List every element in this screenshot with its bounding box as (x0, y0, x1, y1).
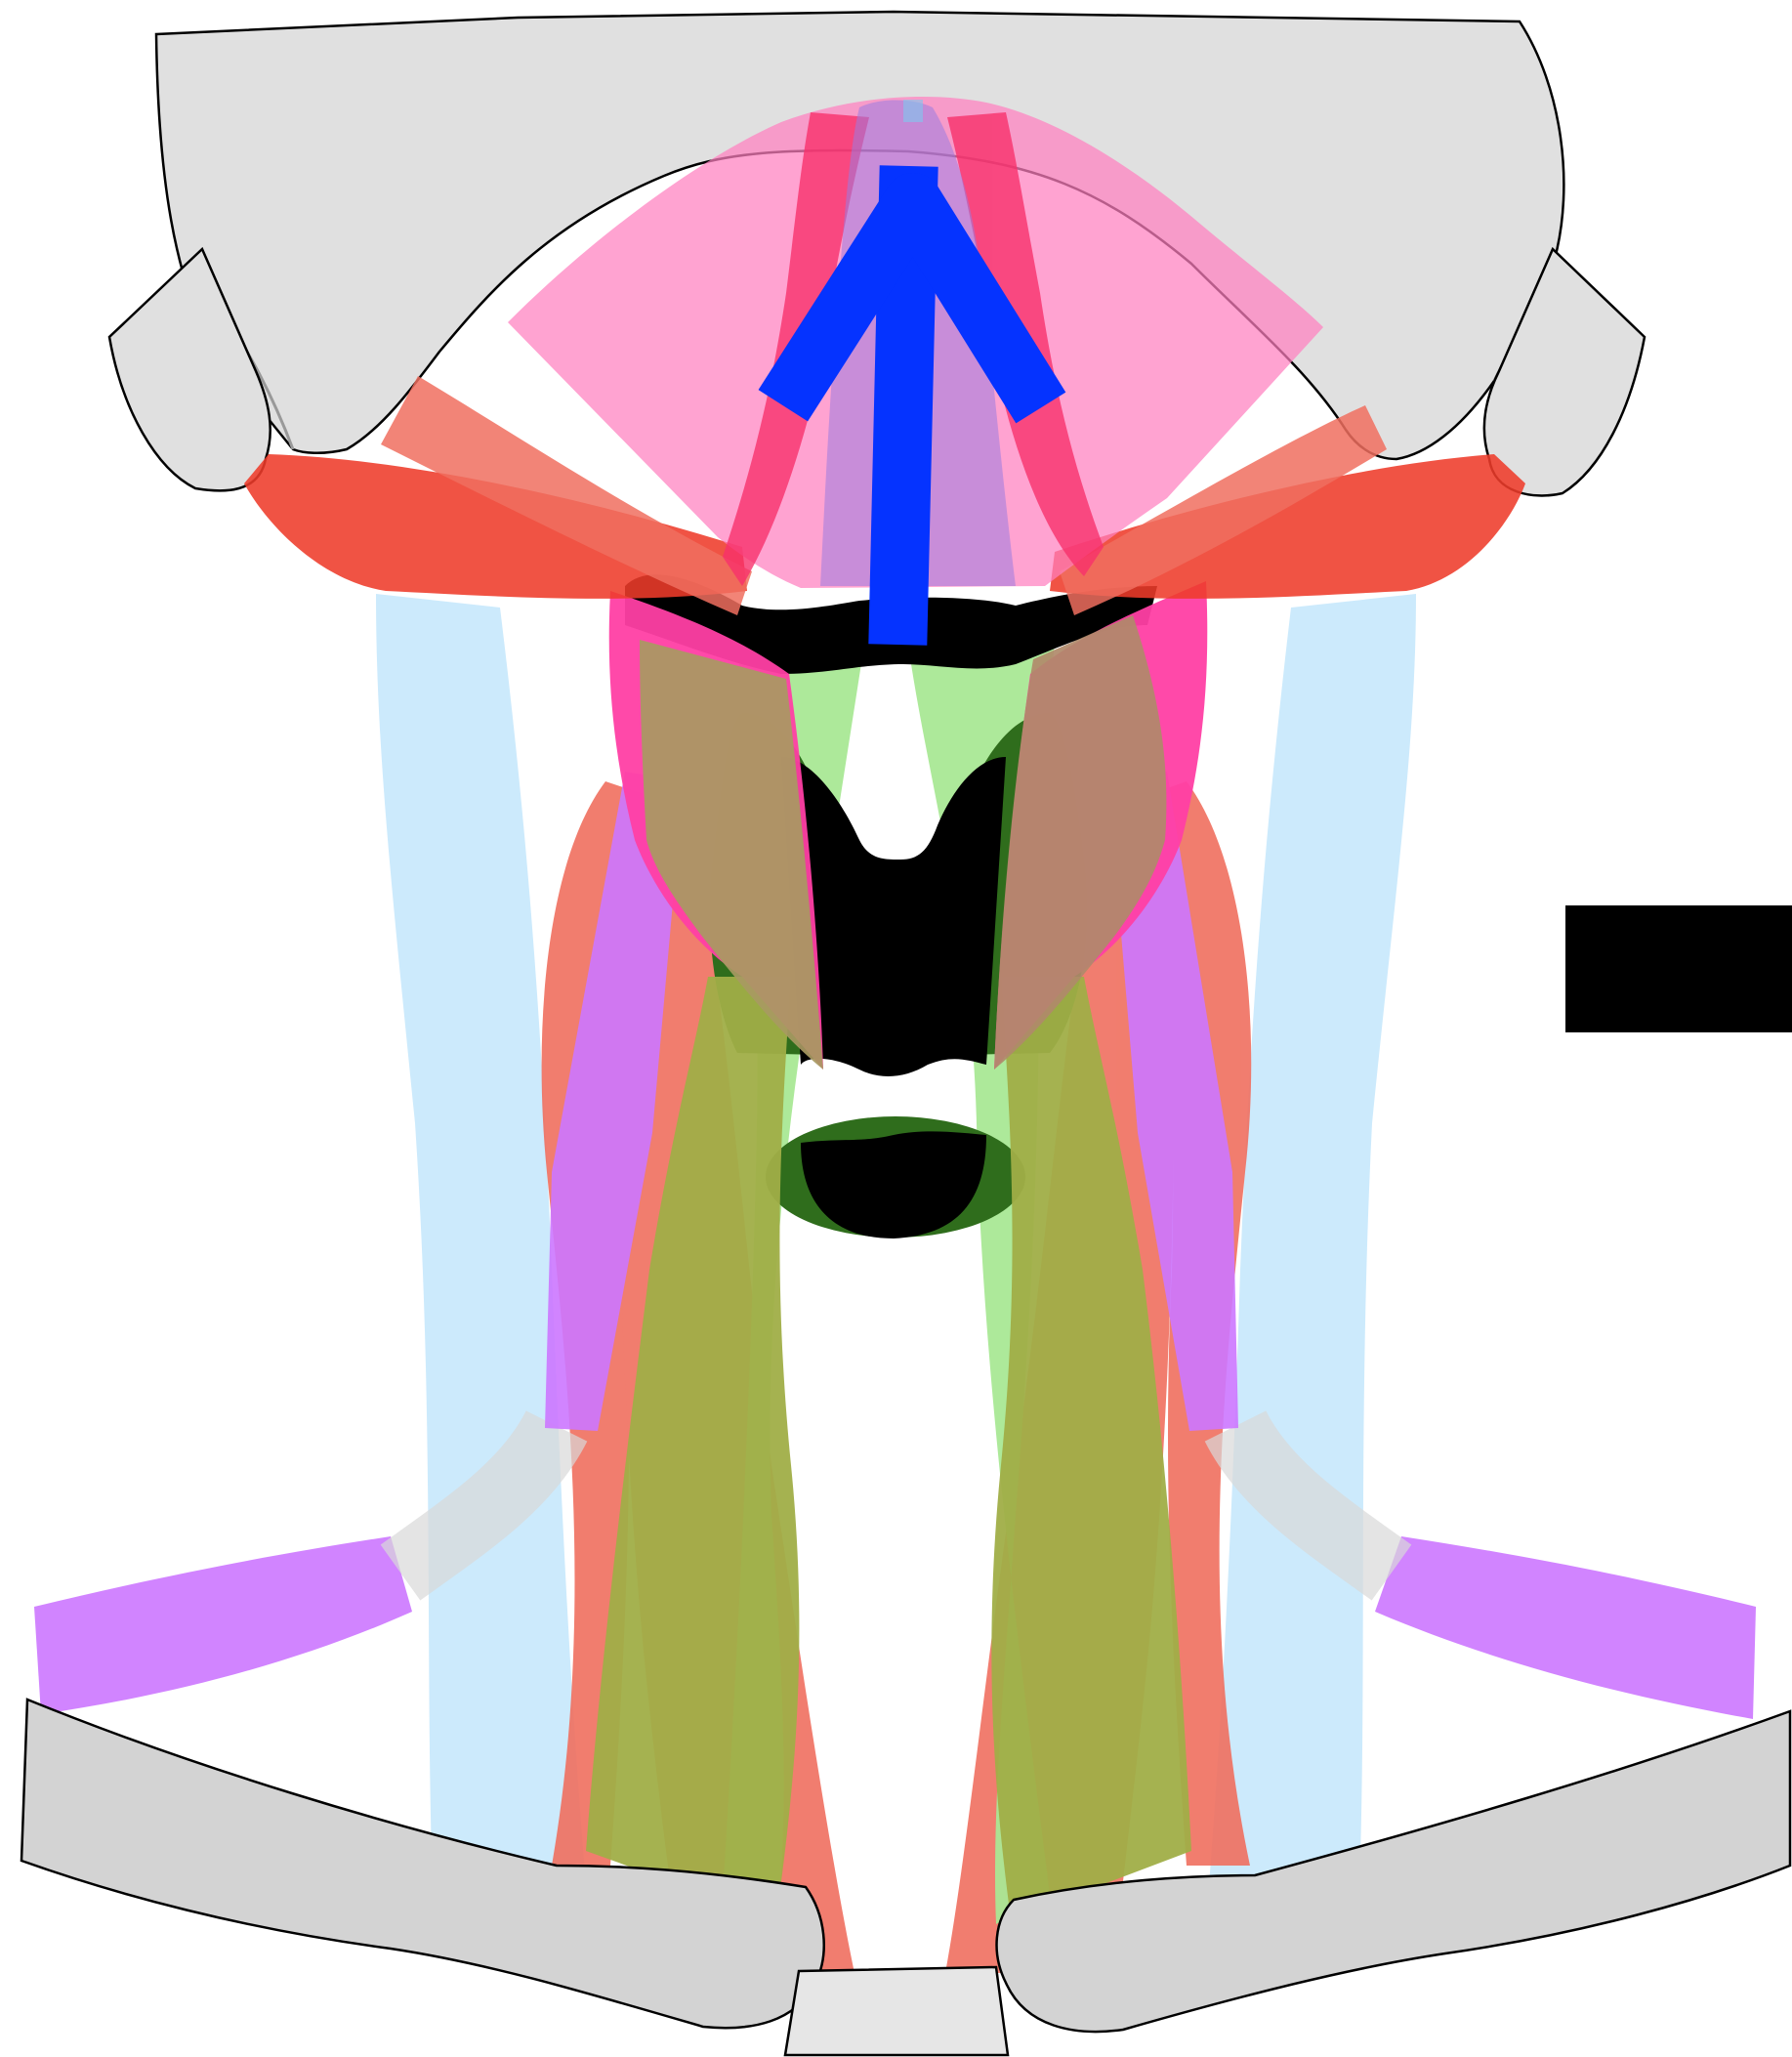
violet-lateral-bands (34, 1536, 1756, 1719)
light-blue-straps (376, 594, 1416, 1890)
light-blue-mid-sliver (903, 100, 923, 122)
legend-box (1565, 905, 1792, 1032)
clavicles (21, 1700, 1790, 2055)
